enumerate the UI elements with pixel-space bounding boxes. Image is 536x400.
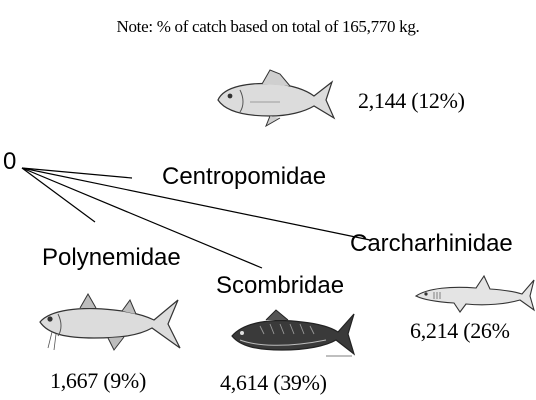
- family-label-polynemidae: Polynemidae: [42, 244, 181, 272]
- threadfin-fish-icon: [34, 292, 184, 356]
- value-label-polynemidae: 1,667 (9%): [50, 368, 146, 394]
- branch-line-centropomidae: [22, 168, 132, 178]
- root-label: 0: [3, 148, 16, 176]
- mackerel-fish-icon: [226, 306, 358, 362]
- value-label-scombridae: 4,614 (39%): [220, 370, 327, 396]
- value-label-centropomidae: 2,144 (12%): [358, 88, 465, 114]
- value-label-carcharhinidae: 6,214 (26%: [410, 318, 510, 344]
- family-label-centropomidae: Centropomidae: [162, 163, 326, 191]
- shark-icon: [412, 272, 536, 316]
- family-label-scombridae: Scombridae: [216, 272, 344, 300]
- barramundi-fish-icon: [210, 62, 340, 132]
- family-label-carcharhinidae: Carcharhinidae: [350, 230, 513, 258]
